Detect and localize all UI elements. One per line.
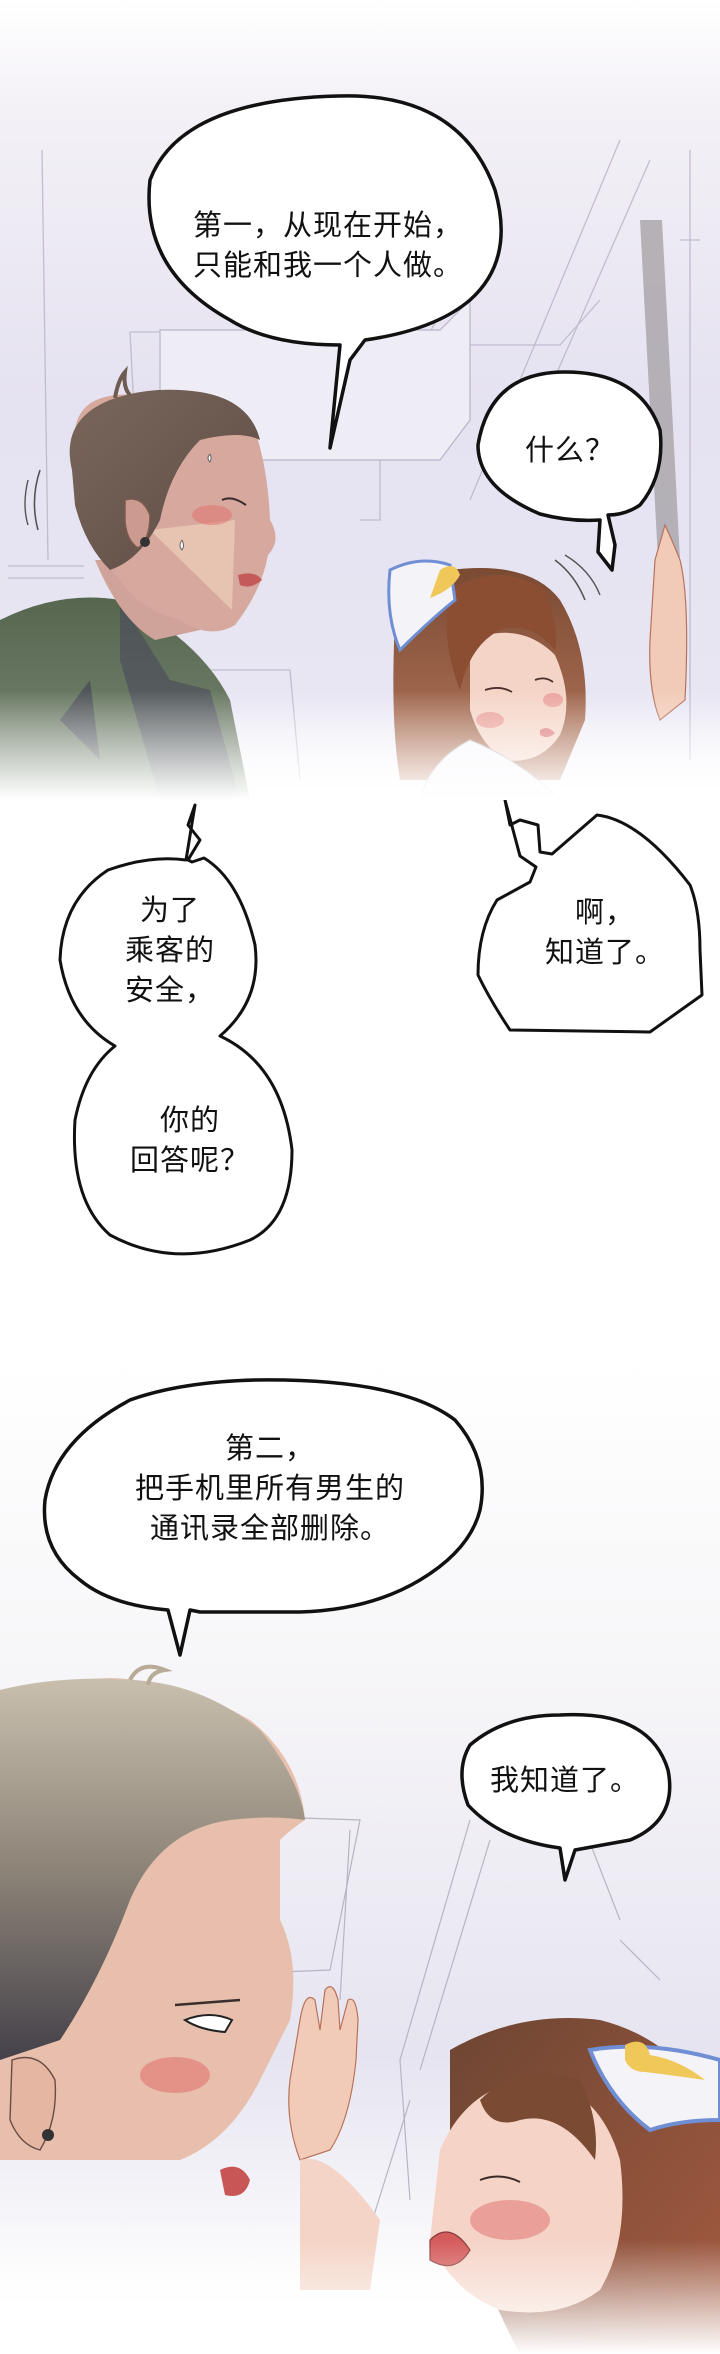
bubble-6-text: 第二， 把手机里所有男生的 通讯录全部删除。 — [134, 1431, 405, 1546]
cabin-wall-lines — [8, 139, 700, 781]
panel-2-artwork — [58, 800, 704, 1256]
comic-panel-2: 为了 乘客的 安全， 你的 回答呢？ 啊， 知道了。 — [0, 800, 720, 1300]
bubble-5-text: 啊， 知道了。 — [544, 895, 665, 970]
panel-1-artwork — [0, 0, 720, 800]
speech-bubble-6 — [42, 1378, 484, 1657]
bubble-3-text: 为了 乘客的 安全， — [124, 893, 215, 1008]
speech-bubble-1 — [147, 94, 503, 450]
panel-3-artwork — [0, 1360, 720, 2354]
bubble-7-text: 我知道了。 — [489, 1763, 640, 1797]
speech-bubble-4 — [476, 800, 704, 1034]
bubble-2-text: 什么？ — [524, 433, 615, 467]
bubble-4-text: 你的 回答呢？ — [129, 1103, 250, 1178]
comic-panel-3: 第二， 把手机里所有男生的 通讯录全部删除。 我知道了。 — [0, 1360, 720, 2354]
comic-panel-1: 第一，从现在开始， 只能和我一个人做。 什么？ — [0, 0, 720, 800]
bubble-1-text: 第一，从现在开始， 只能和我一个人做。 — [192, 208, 463, 283]
speech-bubble-2 — [476, 370, 663, 572]
speech-bubble-7 — [460, 1712, 672, 1882]
speech-bubble-3 — [58, 803, 294, 1256]
man-figure — [0, 1664, 305, 2196]
